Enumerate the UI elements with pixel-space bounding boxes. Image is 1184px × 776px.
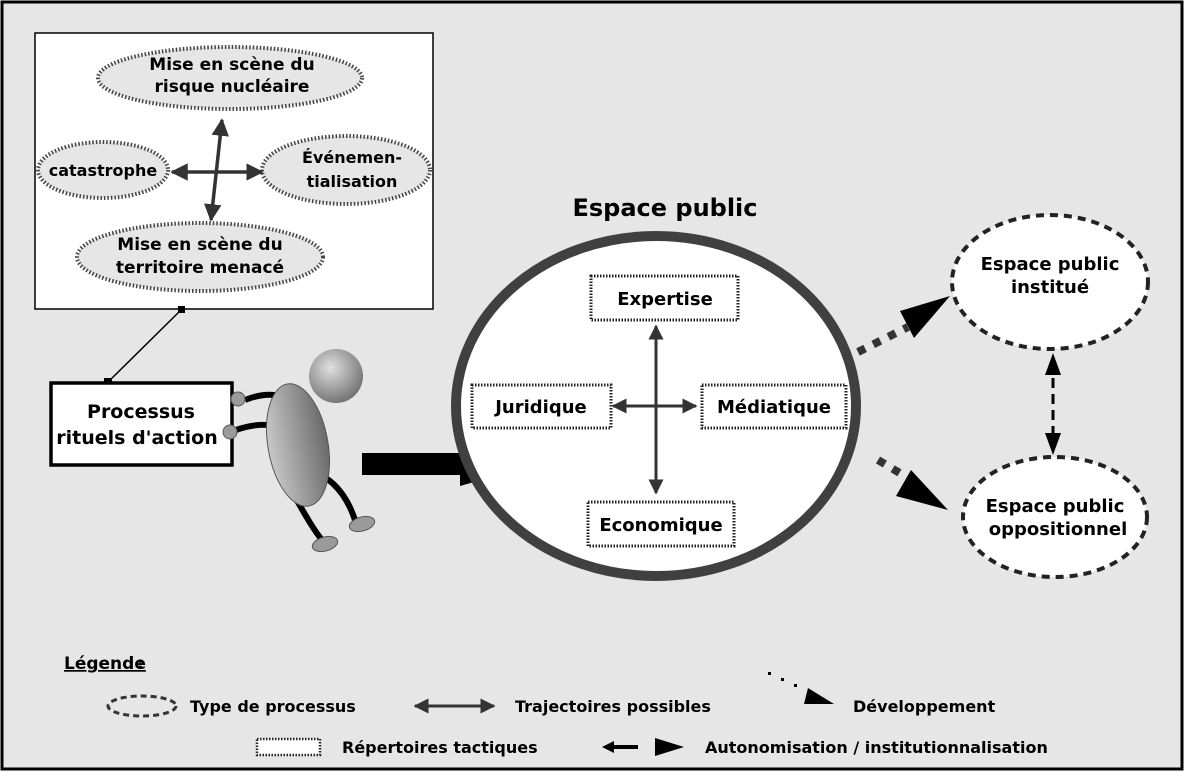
- legend-type-processus: Type de processus: [190, 697, 356, 716]
- actor-box: Processus rituels d'action: [49, 381, 234, 467]
- repertoire-box-juridique: [470, 383, 613, 430]
- repertoire-juridique-label: Juridique: [493, 397, 587, 418]
- actor-box-line1: Processus: [87, 401, 195, 423]
- autonomisation-arrow: [1045, 353, 1061, 455]
- legend-colon: :: [137, 654, 144, 674]
- legend-title: Légende: [64, 654, 146, 674]
- legend-autonomisation: Autonomisation / institutionnalisation: [705, 738, 1048, 757]
- legend-developpement: Développement: [853, 697, 996, 716]
- process-left-label: catastrophe: [49, 161, 158, 180]
- legend-autonomisation-symbol: [602, 738, 684, 756]
- outcome-oppositionnel-line1: Espace public: [986, 496, 1125, 517]
- process-top-line1: Mise en scène du: [149, 55, 314, 75]
- public-space: Espace public Expertise Juridique Médiat…: [451, 194, 861, 581]
- process-ellipse-left: [36, 140, 170, 200]
- legend-trajectoires: Trajectoires possibles: [515, 697, 711, 716]
- development-arrow-lower: [875, 456, 948, 510]
- process-ellipse-bottom: [75, 221, 325, 293]
- process-right-line1: Événemen-: [302, 148, 402, 167]
- inset-connector: [107, 309, 182, 383]
- inset-panel: Mise en scène du risque nucléaire catast…: [34, 32, 434, 310]
- process-bottom-line1: Mise en scène du: [117, 235, 282, 255]
- outcome-institue-line1: Espace public: [981, 254, 1120, 275]
- repertoire-mediatique-label: Médiatique: [717, 397, 831, 418]
- legend-repertoires: Répertoires tactiques: [342, 738, 538, 757]
- legend-development-symbol: [768, 672, 834, 704]
- process-right-line2: tialisation: [307, 172, 398, 191]
- process-top-line2: risque nucléaire: [155, 77, 310, 97]
- repertoire-box-economique: [586, 500, 736, 548]
- outcome-oppositionnel: Espace public oppositionnel: [961, 455, 1149, 579]
- process-bottom-line2: territoire menacé: [116, 258, 284, 278]
- process-ellipse-right: [260, 134, 432, 206]
- repertoire-box-mediatique: [700, 383, 848, 430]
- outcome-institue: Espace public institué: [950, 213, 1150, 351]
- actor-box-line2: rituels d'action: [56, 427, 218, 449]
- public-space-title: Espace public: [572, 194, 757, 222]
- outcome-oppositionnel-line2: oppositionnel: [989, 519, 1128, 540]
- repertoire-expertise-label: Expertise: [617, 289, 713, 310]
- process-ellipse-top: [96, 45, 364, 111]
- outcome-institue-line2: institué: [1011, 277, 1089, 298]
- legend-process-symbol: [106, 694, 178, 718]
- repertoire-economique-label: Economique: [599, 515, 722, 536]
- figure-illustration: [222, 349, 376, 553]
- legend: Légende : Type de processus Trajectoires…: [64, 654, 1048, 757]
- repertoire-box-expertise: [589, 274, 740, 322]
- development-arrow-upper: [856, 296, 950, 356]
- legend-repertoire-symbol: [255, 737, 322, 757]
